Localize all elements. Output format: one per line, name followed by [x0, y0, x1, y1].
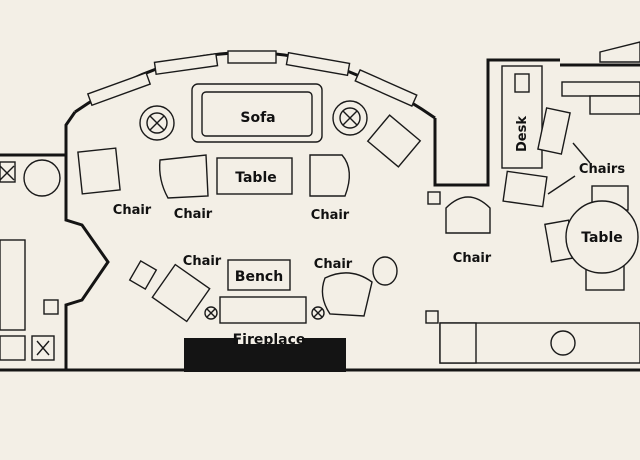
- chair-hall-label: Chair: [453, 251, 492, 266]
- fireplace: [184, 338, 346, 372]
- center-table-label: Table: [235, 170, 277, 186]
- chair-lower-right-label: Chair: [314, 257, 353, 272]
- hall-post-upper: [427, 191, 441, 205]
- lamp-right: [332, 100, 368, 136]
- chair-right-window: [366, 114, 422, 168]
- chair-left-top-label: Chair: [113, 203, 152, 218]
- hall-post-lower: [425, 310, 439, 324]
- fireplace-lamp-right: [311, 306, 325, 320]
- bottom-counter: [439, 322, 640, 364]
- chairs-pointer-b: [547, 175, 576, 195]
- hearth: [219, 296, 307, 324]
- chair-hall: [445, 196, 491, 234]
- chairs-pointer-a: [572, 142, 591, 164]
- dining-table-label: Table: [581, 230, 623, 246]
- desk-chair: [537, 107, 571, 155]
- chair-center-right-label: Chair: [311, 208, 350, 223]
- bench-label: Bench: [235, 269, 283, 285]
- sofa: Sofa: [191, 83, 323, 143]
- side-table-left: [128, 260, 158, 290]
- dining-chair-left-top: [502, 170, 548, 208]
- lamp-left: [139, 105, 175, 141]
- sofa-label: Sofa: [240, 110, 275, 126]
- ottoman: [372, 256, 398, 286]
- chair-center-right: [309, 154, 350, 197]
- fireplace-lamp-left: [204, 306, 218, 320]
- chair-lower-left: [151, 263, 211, 323]
- fireplace-label: Fireplace: [233, 332, 306, 348]
- bench: Bench: [227, 259, 291, 291]
- chair-left-mid: [158, 154, 209, 199]
- center-table: Table: [216, 157, 293, 195]
- chair-left-mid-label: Chair: [174, 207, 213, 222]
- chair-lower-left-label: Chair: [183, 254, 222, 269]
- desk-label: Desk: [515, 116, 530, 152]
- bay-window: [86, 50, 418, 108]
- left-room: [0, 159, 61, 361]
- chair-lower-right: [321, 272, 373, 317]
- desk: Desk: [501, 65, 543, 169]
- chairs-dining-label: Chairs: [579, 162, 625, 177]
- dining-table: Table: [565, 200, 639, 274]
- shelving-right: [560, 41, 640, 115]
- chair-left-top: [77, 147, 121, 195]
